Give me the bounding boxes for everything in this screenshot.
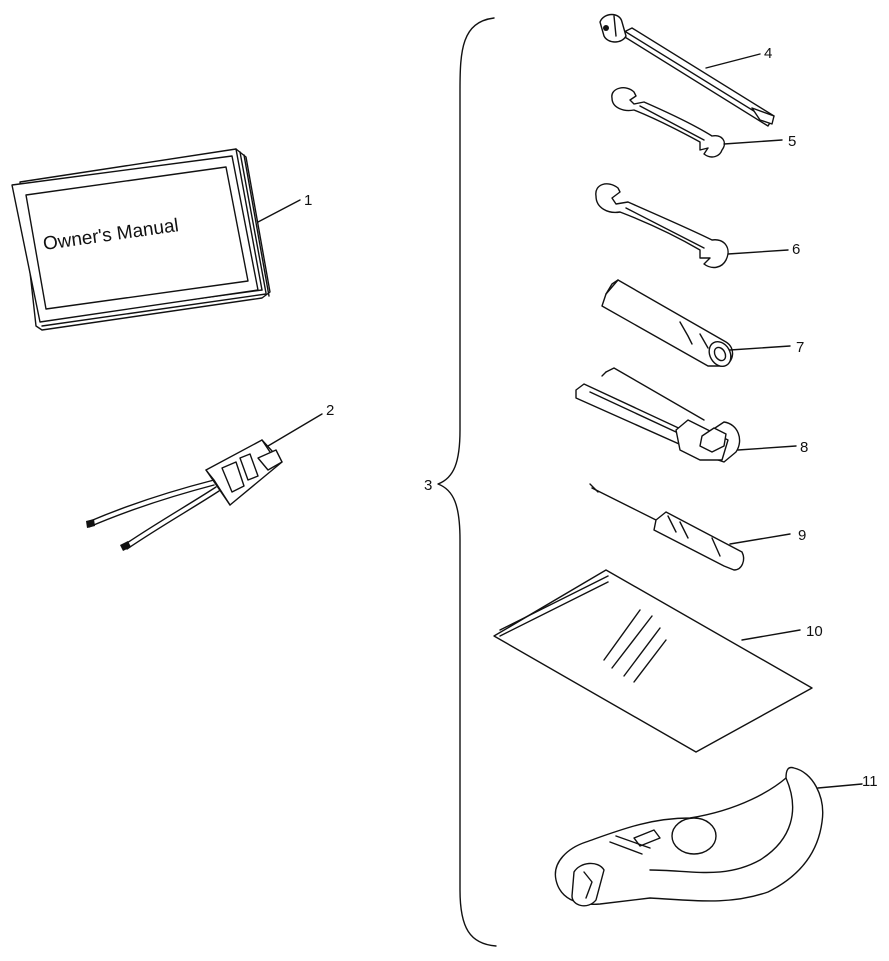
callout-8: 8: [800, 439, 808, 456]
leader-line-11: [817, 783, 863, 789]
socket-tube-illustration: [601, 279, 734, 368]
box-wrench-illustration: [575, 367, 741, 463]
hook-bracket-illustration: [554, 766, 824, 907]
tool-kit-brace: [437, 17, 497, 947]
large-wrench-illustration: [595, 183, 729, 269]
owners-manual-illustration: Owner's Manual: [11, 148, 271, 331]
callout-1: 1: [304, 192, 312, 209]
callout-9: 9: [798, 527, 806, 544]
small-wrench-illustration: [611, 87, 726, 158]
callout-11: 11: [862, 773, 878, 790]
tool-pouch-illustration: [493, 569, 813, 753]
callout-10: 10: [806, 623, 823, 640]
callout-3: 3: [424, 477, 432, 494]
leader-line-6: [727, 249, 789, 255]
leader-line-2: [267, 413, 323, 447]
leader-line-1: [257, 199, 301, 223]
wire-connector-illustration: [86, 439, 283, 551]
callout-4: 4: [764, 45, 772, 62]
leader-line-10: [741, 629, 801, 641]
leader-line-9: [729, 533, 791, 545]
leader-line-4: [705, 53, 761, 69]
callout-7: 7: [796, 339, 804, 356]
callout-6: 6: [792, 241, 800, 258]
leader-line-5: [723, 139, 783, 145]
callout-2: 2: [326, 402, 334, 419]
callout-5: 5: [788, 133, 796, 150]
screwdriver-illustration: [589, 483, 745, 571]
leader-line-7: [729, 345, 791, 351]
spark-plug-handle-illustration: [599, 13, 775, 127]
leader-line-8: [737, 445, 797, 451]
